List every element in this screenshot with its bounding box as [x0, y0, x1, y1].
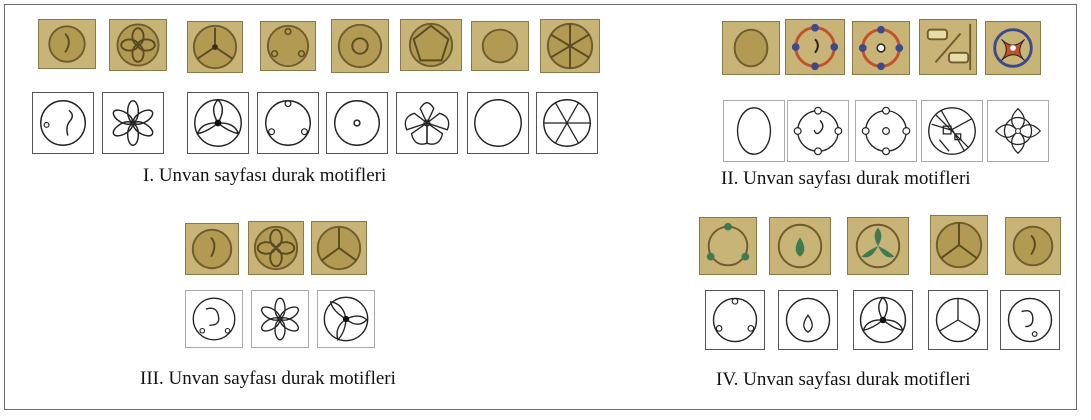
motif-drawing-drop-leaf: [778, 290, 838, 350]
motif-drawing-triple-lobe-dot: [317, 290, 375, 348]
motif-drawing-triple-lobe-dot: [853, 290, 913, 350]
motif-drawing-six-petal-flower: [102, 92, 164, 154]
group-caption: II. Unvan sayfası durak motifleri: [721, 168, 971, 189]
photo-tile: [769, 217, 831, 275]
motif-drawing-oval: [723, 100, 785, 162]
motif-drawing-plain-circle: [467, 92, 529, 154]
photo-tile: [847, 217, 909, 275]
photo-tile: [722, 21, 780, 75]
photo-tile: [1005, 217, 1061, 275]
photo-tile: [930, 215, 988, 275]
motif-drawing-wheel-six-spoke: [536, 92, 598, 154]
motif-drawing-hook-four-dot-circle: [787, 100, 849, 162]
motif-drawing-spiral-circle: [185, 290, 243, 348]
motif-drawing-three-dot-circle: [705, 290, 765, 350]
photo-tile: [109, 19, 167, 71]
motif-drawing-four-dot-circle: [855, 100, 917, 162]
group-caption: IV. Unvan sayfası durak motifleri: [716, 369, 971, 390]
photo-tile: [471, 21, 529, 71]
motif-drawing-knot-cross: [921, 100, 983, 162]
photo-tile: [852, 21, 910, 75]
photo-tile: [185, 223, 239, 275]
motif-drawing-spiral-circle: [32, 92, 94, 154]
motif-drawing-six-petal-flower: [251, 290, 309, 348]
photo-tile: [699, 217, 757, 275]
motif-drawing-interlace-knot: [987, 100, 1049, 162]
photo-tile: [540, 19, 600, 73]
group-caption: III. Unvan sayfası durak motifleri: [140, 368, 396, 389]
motif-drawing-concentric-dot: [326, 92, 388, 154]
motif-drawing-spiral-circle: [1000, 290, 1060, 350]
photo-tile: [38, 19, 96, 69]
figure-frame: I. Unvan sayfası durak motifleri II. Unv…: [4, 4, 1077, 410]
group-caption: I. Unvan sayfası durak motifleri: [143, 165, 387, 186]
photo-tile: [311, 221, 367, 275]
photo-tile: [785, 19, 845, 75]
photo-tile: [985, 21, 1041, 75]
photo-tile: [187, 21, 243, 73]
photo-tile: [331, 19, 389, 73]
photo-tile: [260, 21, 316, 71]
motif-drawing-five-petal-star: [396, 92, 458, 154]
photo-tile: [919, 19, 977, 75]
photo-tile: [248, 221, 304, 275]
photo-tile: [400, 19, 462, 71]
motif-drawing-three-dot-circle: [257, 92, 319, 154]
motif-drawing-triple-lobe-dot: [187, 92, 249, 154]
motif-drawing-peace-spokes: [928, 290, 988, 350]
